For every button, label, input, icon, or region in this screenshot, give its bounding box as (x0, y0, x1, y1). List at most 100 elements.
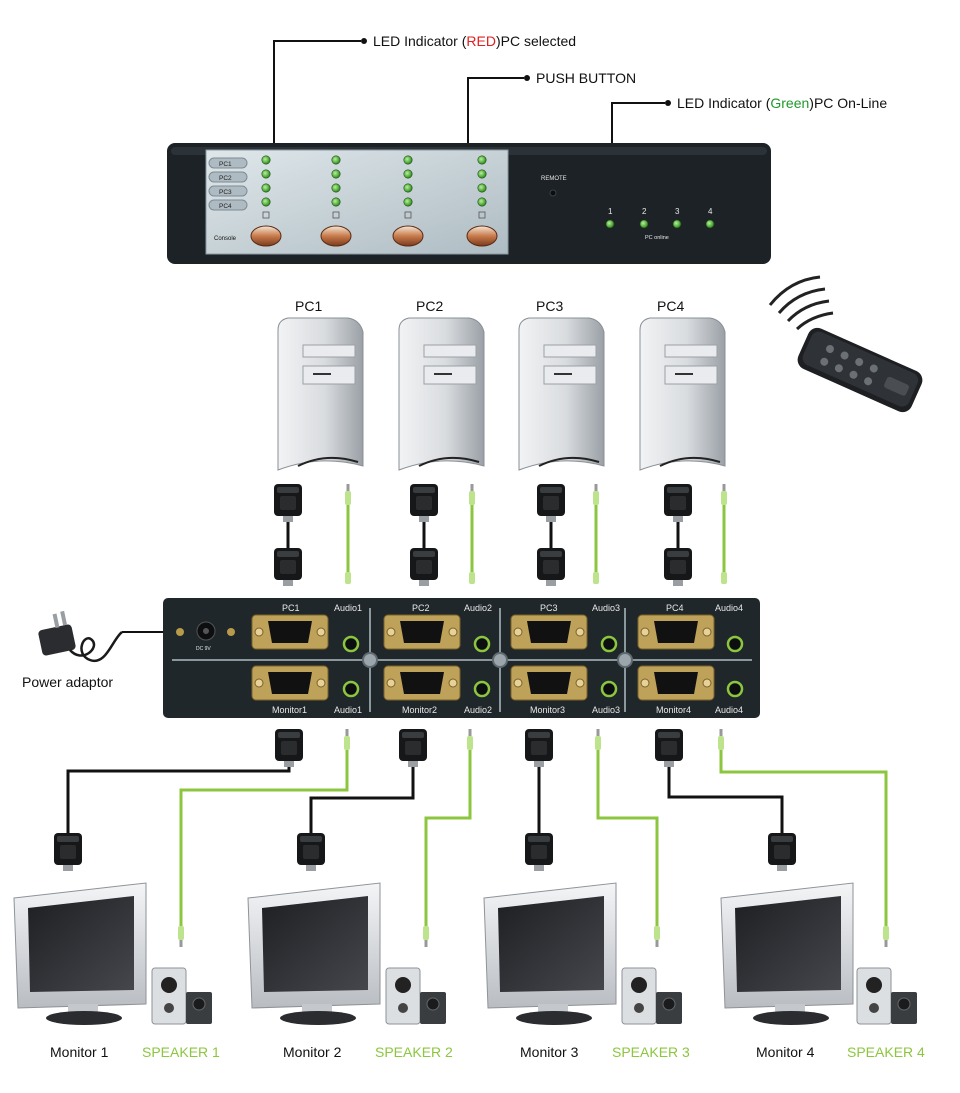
pc-audio-cable (593, 484, 599, 584)
led-red-pc-selected (261, 169, 271, 179)
speaker-audio-cable (178, 729, 350, 947)
monitor-vga-port (510, 665, 588, 701)
ir-receiver (549, 189, 557, 197)
callout-led-green: LED Indicator (Green)PC On-Line (611, 95, 887, 216)
led-column (477, 155, 487, 219)
led-red-pc-selected (477, 183, 487, 193)
audio-in-jack (342, 635, 360, 653)
vga-connector-icon (410, 548, 438, 586)
svg-text:LED Indicator (RED)PC selected: LED Indicator (RED)PC selected (373, 33, 576, 49)
led-green-pc-online (639, 219, 649, 229)
computer-tower: PC1 (277, 298, 364, 471)
front-pc-tag: PC2 (208, 171, 248, 183)
front-pc-tag-label: PC1 (219, 161, 232, 168)
led-green-pc-online (605, 219, 615, 229)
pc-audio-cable (721, 484, 727, 584)
audio-in-label: Audio3 (592, 603, 620, 613)
lcd-monitor: Monitor 1 (13, 882, 147, 1060)
led-red-pc-selected (403, 183, 413, 193)
vga-connector-icon (664, 484, 692, 522)
speaker-audio-cable (423, 729, 473, 947)
online-number: 1 (608, 207, 613, 216)
speaker-icon: SPEAKER 4 (847, 967, 925, 1060)
vga-connector-icon (54, 833, 82, 871)
vga-connector-icon (399, 729, 427, 767)
console-label: Console (214, 236, 237, 242)
audio-out-jack (473, 680, 491, 698)
computer-tower: PC4 (639, 298, 726, 471)
vga-connector-icon (768, 833, 796, 871)
vga-connector-icon (274, 548, 302, 586)
computer-tower: PC2 (398, 298, 485, 471)
vga-connector-icon (525, 729, 553, 767)
monitor-vga-port (251, 665, 329, 701)
audio-out-jack (726, 680, 744, 698)
led-red-pc-selected (403, 197, 413, 207)
computer-label: PC4 (657, 298, 684, 314)
pc-vga-port (637, 614, 715, 650)
vga-connector-icon (275, 729, 303, 767)
speaker-audio-cable (718, 729, 889, 947)
signal-waves (768, 275, 834, 331)
pc-audio-cable (469, 484, 475, 584)
led-red-pc-selected (403, 155, 413, 165)
vga-connector-icon (297, 833, 325, 871)
callout-led-green-suffix: )PC On-Line (809, 95, 887, 111)
speaker-icon: SPEAKER 3 (612, 967, 690, 1060)
push-button (466, 225, 498, 247)
monitor-vga-port (637, 665, 715, 701)
pc-vga-port (251, 614, 329, 650)
monitor-port-label: Monitor4 (656, 705, 691, 715)
vga-connector-icon (537, 484, 565, 522)
front-pc-tag-label: PC4 (219, 203, 232, 210)
panel-screw (617, 652, 633, 668)
callout-push-button-text: PUSH BUTTON (536, 70, 636, 86)
monitor-label: Monitor 2 (283, 1044, 342, 1060)
led-red-pc-selected (261, 183, 271, 193)
led-red-pc-selected (477, 169, 487, 179)
vga-connector-icon (274, 484, 302, 522)
monitor-video-cable (525, 729, 553, 871)
led-green-pc-online (705, 219, 715, 229)
audio-out-jack (342, 680, 360, 698)
front-pc-tag: PC1 (208, 157, 248, 169)
audio-in-label: Audio4 (715, 603, 743, 613)
push-button (320, 225, 352, 247)
callout-led-red-prefix: LED Indicator ( (373, 33, 467, 49)
audio-out-jack (600, 680, 618, 698)
callout-led-red-suffix: )PC selected (496, 33, 576, 49)
audio-in-jack (600, 635, 618, 653)
monitor-label: Monitor 1 (50, 1044, 109, 1060)
led-red-pc-selected (261, 197, 271, 207)
front-pc-tag-label: PC2 (219, 175, 232, 182)
online-number: 2 (642, 207, 647, 216)
remote-label: REMOTE (541, 176, 567, 182)
monitor-video-cable (297, 729, 427, 871)
callout-led-red: LED Indicator (RED)PC selected (273, 33, 576, 212)
speaker-icon: SPEAKER 2 (375, 967, 453, 1060)
pc-video-cable (410, 484, 438, 586)
vga-connector-icon (525, 833, 553, 871)
pc-vga-port (510, 614, 588, 650)
callout-led-green-prefix: LED Indicator ( (677, 95, 771, 111)
led-red-pc-selected (403, 169, 413, 179)
computer-label: PC2 (416, 298, 443, 314)
callout-led-green-highlight: Green (770, 95, 809, 111)
led-green-pc-online (672, 219, 682, 229)
speaker-icon: SPEAKER 1 (142, 967, 220, 1060)
panel-screw (362, 652, 378, 668)
pc-port-label: PC1 (282, 603, 300, 613)
online-number: 4 (708, 207, 713, 216)
led-red-pc-selected (477, 197, 487, 207)
front-pc-tag: PC4 (208, 199, 248, 211)
pc-port-label: PC4 (666, 603, 684, 613)
power-adaptor: Power adaptor (22, 610, 123, 690)
vga-connector-icon (410, 484, 438, 522)
audio-in-jack (473, 635, 491, 653)
lcd-monitor: Monitor 4 (720, 882, 854, 1060)
computer-label: PC3 (536, 298, 563, 314)
led-red-pc-selected (331, 183, 341, 193)
lcd-monitor: Monitor 3 (483, 882, 617, 1060)
monitor-video-cable (54, 729, 303, 871)
push-button (250, 225, 282, 247)
